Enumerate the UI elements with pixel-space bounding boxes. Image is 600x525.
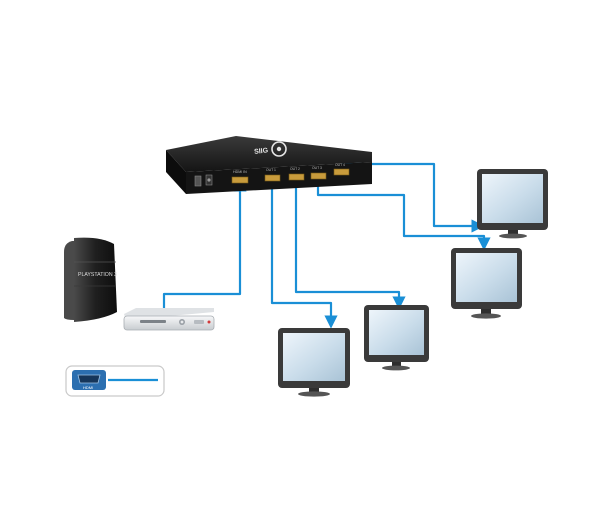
power-switch-icon <box>194 175 202 187</box>
hdmi-connector-icon: HDMI <box>72 370 106 390</box>
out-port-4-label: OUT 4 <box>335 163 345 167</box>
cable-out1 <box>270 185 338 329</box>
hdmi-in-port: HDMI IN <box>231 170 249 184</box>
cable-out3 <box>316 184 491 251</box>
cable-out2 <box>294 185 406 310</box>
flat-tv-icon <box>477 169 548 239</box>
flat-tv-icon <box>278 328 350 397</box>
legend-connector-label: HDMI <box>83 385 93 390</box>
hdmi-out-port-4: OUT 4 <box>333 163 350 176</box>
out-port-1-label: OUT 1 <box>266 168 276 172</box>
out-port-3-label: OUT 3 <box>312 166 322 170</box>
cable-input <box>162 178 247 316</box>
hdmi-out-port-1: OUT 1 <box>264 168 281 182</box>
hdmi-splitter-icon: SIIG HDMI IN OUT 1 OUT 2 OUT 3 OUT 4 <box>166 136 372 194</box>
flat-tv-icon <box>451 248 522 319</box>
brand-logo-icon: SIIG <box>254 141 287 157</box>
hdmi-in-label: HDMI IN <box>233 170 247 174</box>
game-console-icon: PLAYSTATION 3 <box>64 237 117 322</box>
hdmi-out-port-3: OUT 3 <box>310 166 327 180</box>
flat-tv-icon <box>364 305 429 371</box>
legend: HDMI <box>65 365 165 397</box>
out-port-2-label: OUT 2 <box>290 167 300 171</box>
bluray-player-icon <box>123 308 215 331</box>
hdmi-out-port-2: OUT 2 <box>288 167 305 181</box>
console-label: PLAYSTATION 3 <box>78 272 117 278</box>
brand-label: SIIG <box>254 147 269 155</box>
